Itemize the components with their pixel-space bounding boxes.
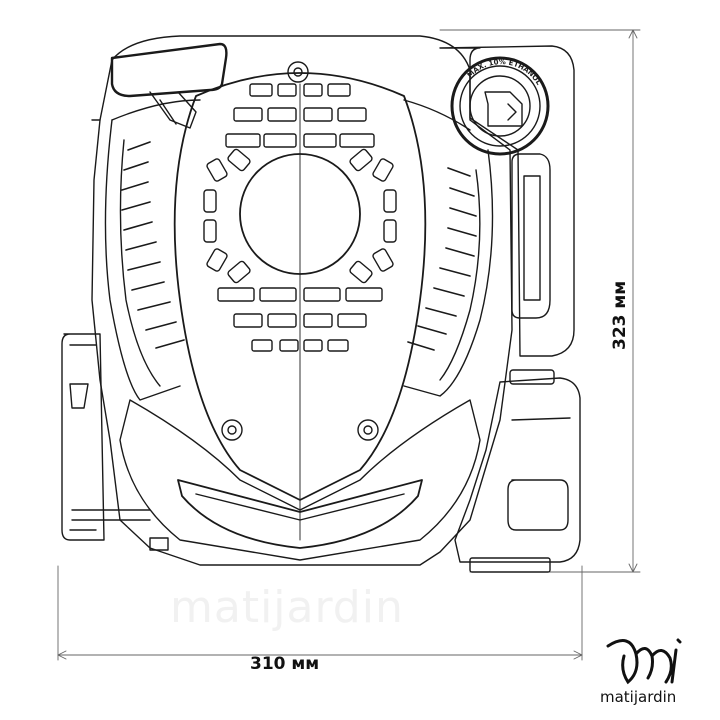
fuel-cap-icon (450, 56, 550, 156)
left-block (61, 333, 105, 541)
muffler (454, 377, 581, 563)
side-fins (121, 141, 477, 351)
pull-start-handle (110, 42, 228, 129)
fuel-tank (439, 45, 575, 357)
watermark-text: matijardin (170, 582, 404, 633)
width-dimension-label: 310 мм (250, 654, 320, 674)
engine-housing-outline (91, 35, 513, 566)
chin-plate (119, 399, 481, 561)
cooling-shroud (173, 72, 427, 501)
screw-icons (221, 61, 379, 441)
height-dimension-label: 323 мм (610, 280, 630, 350)
brand-logo-text: matijardin (600, 688, 677, 706)
grille-slots (203, 83, 397, 352)
brand-logo-icon (606, 638, 682, 685)
intake-circle (239, 153, 361, 275)
